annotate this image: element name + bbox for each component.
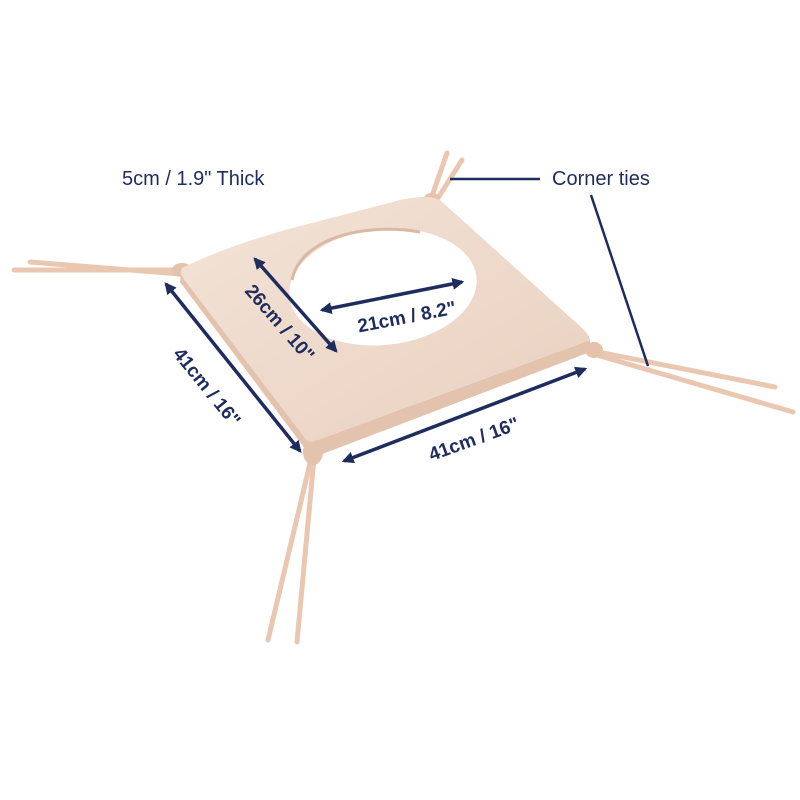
dimension-arrows [164, 257, 588, 464]
corner-ties [11, 150, 796, 645]
callout-lines [450, 177, 650, 367]
thickness-label: 5cm / 1.9" Thick [122, 168, 265, 190]
corner-ties-label: Corner ties [552, 168, 650, 190]
callout-right-tie [589, 194, 650, 367]
side-left-label: 41cm / 16" [168, 344, 244, 431]
tie-right-b [587, 350, 796, 415]
arrow-hole-length [253, 257, 338, 353]
tie-right-a [585, 347, 778, 390]
side-front-label: 41cm / 16" [426, 414, 522, 466]
arrow-hole-width [319, 278, 465, 314]
tie-back-a [429, 150, 450, 199]
tie-left-b [27, 259, 183, 277]
tie-front-b [294, 455, 317, 645]
arrow-side-front [341, 366, 588, 464]
tie-front-a [265, 452, 315, 643]
arrow-side-left [164, 282, 302, 453]
